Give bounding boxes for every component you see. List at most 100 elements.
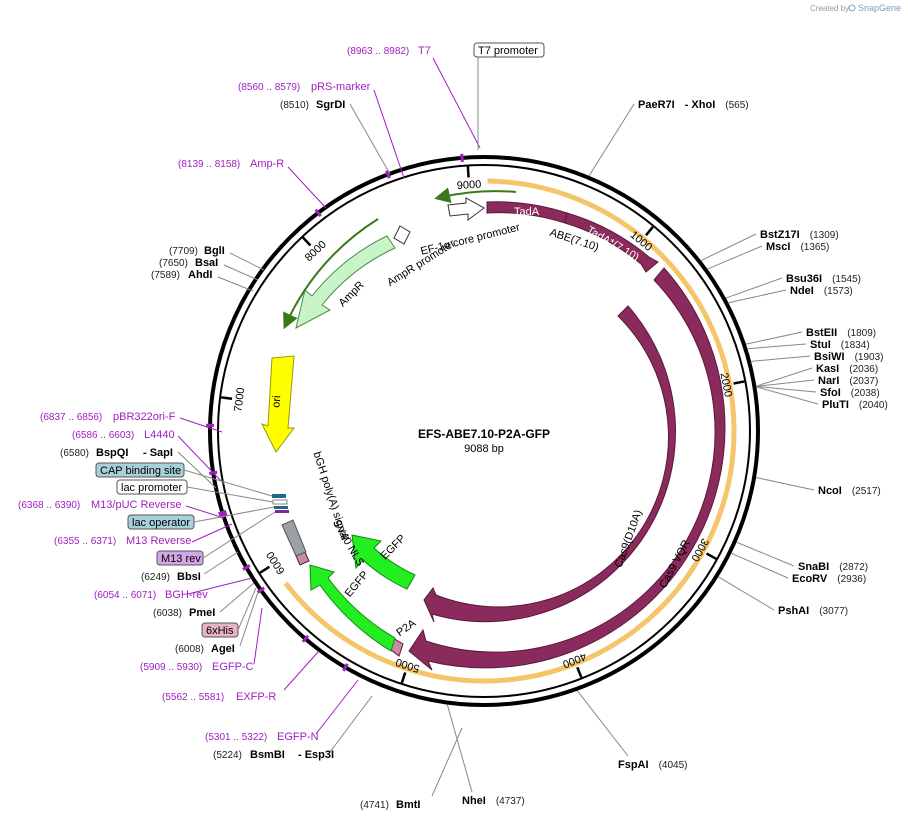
site-sgrdi-pos: (8510) bbox=[280, 100, 309, 111]
tick-2000 bbox=[733, 380, 745, 385]
site-bbsi-name: BbsI bbox=[177, 571, 201, 583]
primer-mark bbox=[218, 509, 227, 516]
primer-egfpn-name: EGFP-N bbox=[277, 731, 319, 743]
snapgene-logo-icon bbox=[848, 4, 856, 12]
cas9-vqr-label: Cas9 VQR bbox=[657, 538, 692, 590]
cas9-d10a-arrow[interactable] bbox=[423, 305, 677, 623]
site-line-bsteii bbox=[745, 331, 803, 345]
t7-promoter-box bbox=[473, 42, 545, 58]
site-line-bstz17i bbox=[700, 233, 757, 261]
primer-t7-name: T7 bbox=[418, 45, 431, 57]
plasmid-name: EFS-ABE7.10-P2A-GFP bbox=[418, 427, 550, 441]
credit-text: Created by bbox=[810, 4, 849, 13]
orf-green-arc-top bbox=[434, 187, 517, 204]
cas9-vqr-arrow[interactable] bbox=[408, 267, 726, 671]
egfp-inner-arrow[interactable] bbox=[351, 534, 416, 590]
primer-l4440-name: L4440 bbox=[144, 429, 175, 441]
site-bsmbi-name: BsmBI bbox=[250, 749, 285, 761]
primer-m13puc-range: (6368 .. 6390) bbox=[18, 500, 80, 511]
site-pshai: PshAI(3077) bbox=[778, 605, 848, 617]
site-line-ncoi bbox=[755, 477, 815, 491]
primer-exfpr-name: EXFP-R bbox=[236, 691, 276, 703]
credit-brand: SnapGene bbox=[858, 3, 901, 13]
site-line-kasi bbox=[756, 367, 813, 387]
site-bgli-pos: (7709) bbox=[169, 246, 198, 257]
primer-exfpr-range: (5562 .. 5581) bbox=[162, 692, 224, 703]
site-line-bsiwi bbox=[751, 355, 811, 362]
site-agei-name: AgeI bbox=[211, 643, 235, 655]
lac-promoter-mark bbox=[272, 499, 288, 505]
lac-operator-mark bbox=[274, 506, 288, 509]
cap-binding-text: CAP binding site bbox=[100, 465, 181, 477]
site-bspqi-name: BspQI bbox=[96, 447, 128, 459]
snapgene-credit: Created by SnapGene bbox=[810, 3, 901, 13]
primer-prs-range: (8560 .. 8579) bbox=[238, 82, 300, 93]
left-labels: (8963 .. 8982) T7 T7 promoter (8560 .. 8… bbox=[18, 42, 545, 811]
ef1a-promoter-arrow[interactable] bbox=[447, 197, 485, 221]
site-ecorv: EcoRV(2936) bbox=[792, 573, 866, 585]
site-line-nari bbox=[756, 379, 815, 387]
site-line-fspai bbox=[576, 690, 629, 757]
site-bsai-name: BsaI bbox=[195, 257, 218, 269]
site-line-pluti bbox=[756, 386, 819, 405]
ampr-arrow[interactable] bbox=[295, 235, 396, 329]
primer-mark bbox=[256, 586, 266, 594]
site-snabi: SnaBI(2872) bbox=[798, 561, 868, 573]
site-bsmbi-extra: - Esp3I bbox=[298, 749, 334, 761]
site-kasi: KasI(2036) bbox=[816, 363, 878, 375]
tick-8000 bbox=[302, 236, 312, 247]
site-bsteii: BstEII(1809) bbox=[806, 327, 876, 339]
ori-arrow[interactable] bbox=[261, 355, 295, 453]
site-ncoi: NcoI(2517) bbox=[818, 485, 881, 497]
site-pluti: PluTI(2040) bbox=[822, 399, 888, 411]
tick-label-9000: 9000 bbox=[456, 179, 481, 192]
primer-l4440-range: (6586 .. 6603) bbox=[72, 430, 134, 441]
tada-label: TadA bbox=[514, 206, 540, 218]
site-bsai-pos: (7650) bbox=[159, 258, 188, 269]
site-bspqi-pos: (6580) bbox=[60, 448, 89, 459]
tick-3000 bbox=[705, 552, 717, 560]
site-line-ecorv bbox=[731, 552, 789, 579]
primer-ampr-name: Amp-R bbox=[250, 158, 284, 170]
site-bbsi-pos: (6249) bbox=[141, 572, 170, 583]
site-fspai: FspAI(4045) bbox=[618, 759, 687, 771]
orf-green-arc-left bbox=[283, 218, 379, 330]
m13-rev-text: M13 rev bbox=[161, 553, 201, 565]
site-line-paer7i bbox=[588, 103, 635, 177]
site-bgli-name: BglI bbox=[204, 245, 225, 257]
primer-egfpc-range: (5909 .. 5930) bbox=[140, 662, 202, 673]
site-bsiwi: BsiWI(1903) bbox=[814, 351, 883, 363]
primer-bgh-range: (6054 .. 6071) bbox=[94, 590, 156, 601]
primer-pbr-range: (6837 .. 6856) bbox=[40, 412, 102, 423]
ef1a-label: EF-1α core promoter bbox=[419, 221, 521, 257]
ampr-promoter-arrow[interactable] bbox=[393, 225, 411, 245]
tick-4000 bbox=[576, 666, 583, 678]
cap-site-mark bbox=[272, 494, 286, 498]
primer-mark bbox=[219, 512, 228, 519]
bgh-polya-box[interactable] bbox=[281, 519, 307, 557]
site-line-msci bbox=[707, 245, 763, 270]
site-ndei: NdeI(1573) bbox=[790, 285, 853, 297]
site-line-nhei bbox=[446, 704, 473, 793]
primer-mark bbox=[301, 634, 310, 643]
site-bsu36i: Bsu36I(1545) bbox=[786, 273, 861, 285]
site-line-sfoi bbox=[756, 386, 817, 393]
site-line-stui bbox=[747, 343, 807, 350]
primer-mark bbox=[314, 208, 322, 217]
tick-5000 bbox=[400, 672, 407, 684]
site-pmei-name: PmeI bbox=[189, 607, 215, 619]
m13-rev-mark bbox=[275, 510, 289, 513]
site-paer7i: PaeR7I- XhoI(565) bbox=[638, 99, 749, 111]
primer-m13rev-range: (6355 .. 6371) bbox=[54, 536, 116, 547]
egfp-outer-arrow[interactable] bbox=[309, 564, 396, 652]
restriction-sites: PaeR7I- XhoI(565)BstZ17I(1309)MscI(1365)… bbox=[206, 99, 888, 807]
ori-label: ori bbox=[270, 395, 283, 408]
egfp-inner-label: EGFP bbox=[379, 533, 409, 563]
primer-mark bbox=[342, 663, 349, 672]
tick-1000 bbox=[644, 226, 654, 237]
tada-star-arrow[interactable] bbox=[564, 212, 659, 273]
site-line-snabi bbox=[736, 541, 795, 567]
site-sfoi: SfoI(2038) bbox=[820, 387, 880, 399]
primer-egfpc-name: EGFP-C bbox=[212, 661, 254, 673]
primer-m13puc-name: M13/pUC Reverse bbox=[91, 499, 181, 511]
